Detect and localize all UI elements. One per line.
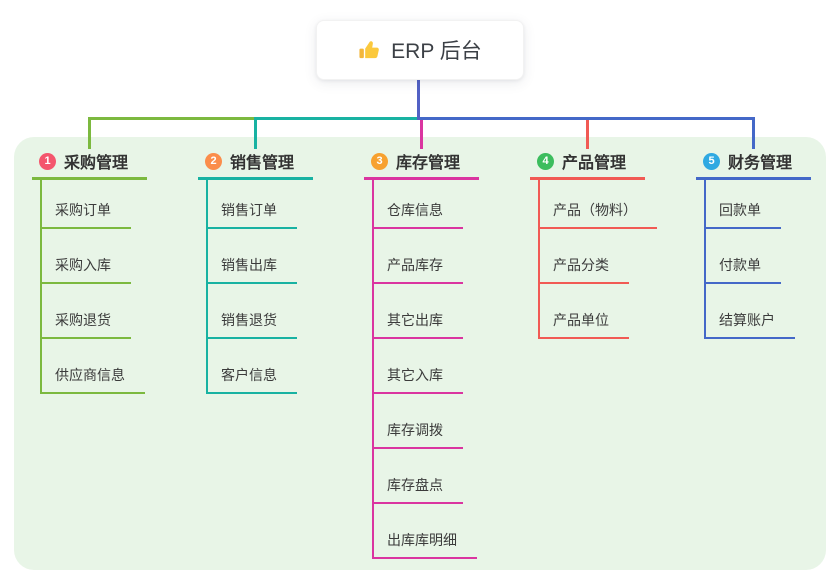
branch-item[interactable]: 产品分类 [538, 229, 629, 284]
branch-item[interactable]: 出库库明细 [372, 504, 477, 559]
branch-child-line [704, 177, 706, 339]
branch-label: 采购管理 [64, 155, 129, 172]
branch-children: 销售订单销售出库销售退货客户信息 [198, 180, 368, 394]
branch-item[interactable]: 仓库信息 [372, 180, 463, 229]
branch-child-line [40, 177, 42, 394]
branch-connector-drop [420, 117, 423, 149]
branch-header[interactable]: 5 财务管理 [696, 145, 811, 180]
branch-node-2: 2 销售管理 销售订单销售出库销售退货客户信息 [198, 145, 368, 394]
branch-number-badge: 2 [205, 152, 222, 170]
branch-connector-drop [752, 117, 755, 149]
branch-label: 库存管理 [396, 155, 461, 172]
branch-item[interactable]: 付款单 [704, 229, 781, 284]
branch-item[interactable]: 销售订单 [206, 180, 297, 229]
branch-node-5: 5 财务管理 回款单付款单结算账户 [696, 145, 839, 339]
branch-number-badge: 3 [371, 152, 388, 170]
branch-item[interactable]: 销售退货 [206, 284, 297, 339]
branch-item[interactable]: 采购入库 [40, 229, 131, 284]
branch-header[interactable]: 1 采购管理 [32, 145, 147, 180]
branch-item[interactable]: 采购退货 [40, 284, 131, 339]
branch-connector-drop [586, 117, 589, 149]
branch-item[interactable]: 库存调拨 [372, 394, 463, 449]
branch-node-3: 3 库存管理 仓库信息产品库存其它出库其它入库库存调拨库存盘点出库库明细 [364, 145, 534, 559]
branch-child-line [372, 177, 374, 559]
branch-child-line [538, 177, 540, 339]
branch-header[interactable]: 4 产品管理 [530, 145, 645, 180]
branch-label: 销售管理 [230, 155, 295, 172]
root-trunk-line [417, 79, 420, 120]
branch-item[interactable]: 回款单 [704, 180, 781, 229]
branch-children: 仓库信息产品库存其它出库其它入库库存调拨库存盘点出库库明细 [364, 180, 534, 559]
branch-item[interactable]: 其它入库 [372, 339, 463, 394]
branch-header[interactable]: 3 库存管理 [364, 145, 479, 180]
branch-item[interactable]: 结算账户 [704, 284, 795, 339]
branch-header[interactable]: 2 销售管理 [198, 145, 313, 180]
root-title: ERP 后台 [391, 40, 482, 63]
branch-item[interactable]: 销售出库 [206, 229, 297, 284]
branch-connector-horizontal [417, 117, 755, 120]
branch-item[interactable]: 产品单位 [538, 284, 629, 339]
branch-item[interactable]: 供应商信息 [40, 339, 145, 394]
branch-node-1: 1 采购管理 采购订单采购入库采购退货供应商信息 [32, 145, 202, 394]
branch-label: 财务管理 [728, 155, 793, 172]
branch-children: 采购订单采购入库采购退货供应商信息 [32, 180, 202, 394]
branch-item[interactable]: 采购订单 [40, 180, 131, 229]
branch-node-4: 4 产品管理 产品（物料）产品分类产品单位 [530, 145, 700, 339]
branch-item[interactable]: 其它出库 [372, 284, 463, 339]
branch-number-badge: 4 [537, 152, 554, 170]
branch-item[interactable]: 产品库存 [372, 229, 463, 284]
branch-connector-horizontal [254, 117, 420, 120]
branch-children: 产品（物料）产品分类产品单位 [530, 180, 700, 339]
branch-label: 产品管理 [562, 155, 627, 172]
branch-connector-drop [254, 117, 257, 149]
root-node[interactable]: ERP 后台 [316, 20, 524, 80]
branch-item[interactable]: 产品（物料） [538, 180, 657, 229]
branch-item[interactable]: 库存盘点 [372, 449, 463, 504]
thumbs-up-icon [358, 39, 381, 62]
branch-child-line [206, 177, 208, 394]
branch-number-badge: 1 [39, 152, 56, 170]
mindmap-panel [14, 137, 826, 570]
branch-number-badge: 5 [703, 152, 720, 170]
branch-children: 回款单付款单结算账户 [696, 180, 839, 339]
branch-connector-drop [88, 117, 91, 149]
branch-item[interactable]: 客户信息 [206, 339, 297, 394]
